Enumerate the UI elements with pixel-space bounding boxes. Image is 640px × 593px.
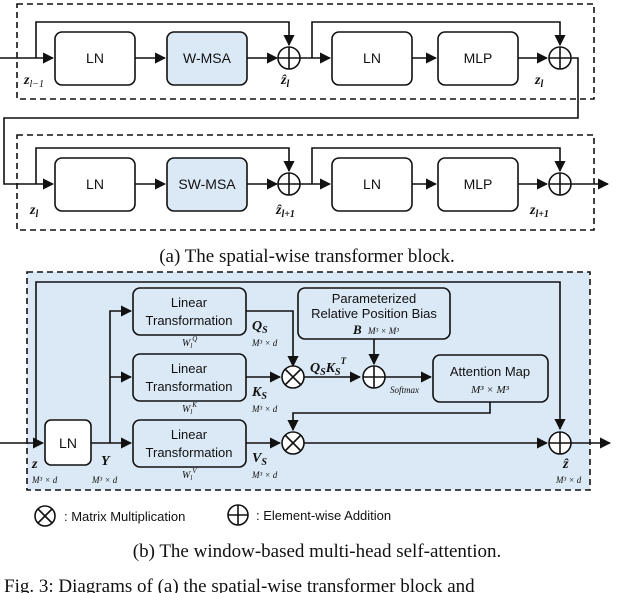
legend-multiply-text: : Matrix Multiplication — [64, 509, 185, 524]
caption-b: (b) The window-based multi-head self-att… — [133, 541, 501, 562]
sw-msa-label: SW-MSA — [178, 176, 236, 192]
caption-a: (a) The spatial-wise transformer block. — [159, 246, 455, 267]
attention-block-b: LN Linear Transformation Linear Transfor… — [0, 271, 612, 562]
attention-map-label: Attention Map — [450, 364, 530, 379]
row2-dashed-frame — [16, 134, 595, 231]
figure-caption: Fig. 3: Diagrams of (a) the spatial-wise… — [4, 576, 475, 593]
linear-k-line1: Linear — [171, 361, 208, 376]
linear-v-line2: Transformation — [146, 445, 233, 460]
z-out-dim: M³ × d — [555, 475, 582, 485]
bias-line1: Parameterized — [332, 291, 417, 306]
ln-label-1: LN — [86, 50, 104, 66]
w-msa-label: W-MSA — [183, 50, 232, 66]
bias-line2: Relative Position Bias — [311, 306, 437, 321]
multiply-circle-2 — [281, 431, 305, 455]
w-v-label: WlV — [182, 467, 197, 482]
add-circle-4 — [548, 172, 572, 196]
legend-add-text: : Element-wise Addition — [256, 508, 391, 523]
add-circle-b1 — [362, 365, 386, 389]
v-s-label: VS — [252, 451, 267, 468]
w-q-label: WlQ — [182, 335, 197, 350]
legend: : Matrix Multiplication : Element-wise A… — [34, 504, 391, 527]
linear-k-line2: Transformation — [146, 379, 233, 394]
z-hat-out-label: ẑ — [562, 457, 569, 472]
bias-b-label: B — [352, 322, 362, 337]
q-s-label: QS — [252, 319, 268, 336]
z-hat-l-label: ẑl — [280, 73, 289, 90]
ln-label-2: LN — [363, 50, 381, 66]
qk-label: QSKST — [310, 356, 347, 378]
v-dim-label: M³ × d — [251, 470, 278, 480]
attention-map-dim: M³ × M³ — [470, 384, 510, 396]
z-l-label: zl — [534, 73, 543, 90]
linear-q-line1: Linear — [171, 295, 208, 310]
bias-dim-label: M³ × M³ — [367, 326, 399, 336]
z-hat-l-plus-1-label: ẑl+1 — [275, 203, 295, 220]
z-l-label-2: zl — [29, 203, 38, 220]
z-l-plus-1-label: zl+1 — [529, 203, 549, 220]
w-k-label: WlK — [182, 401, 197, 416]
ln-label-3: LN — [86, 176, 104, 192]
row1: LN W-MSA LN MLP — [0, 21, 572, 90]
mlp-label-1: MLP — [464, 50, 493, 66]
transformer-block-a: LN W-MSA LN MLP — [0, 3, 610, 267]
ln-label-4: LN — [363, 176, 381, 192]
add-circle-3 — [277, 172, 301, 196]
k-dim-label: M³ × d — [251, 404, 278, 414]
add-circle-2 — [548, 46, 572, 70]
softmax-label: Softmax — [390, 385, 419, 395]
multiply-circle-1 — [281, 365, 305, 389]
z-l-minus-1-label: zl−1 — [23, 73, 44, 90]
linear-q-line2: Transformation — [146, 313, 233, 328]
legend-add-icon — [227, 504, 249, 526]
linear-v-line1: Linear — [171, 427, 208, 442]
mlp-label-2: MLP — [464, 176, 493, 192]
row2: LN SW-MSA LN MLP — [29, 147, 610, 220]
k-s-label: KS — [251, 385, 267, 402]
row1-dashed-frame — [16, 3, 595, 100]
y-label: Y — [101, 454, 111, 469]
z-in-dim: M³ × d — [31, 475, 58, 485]
ln-label-b: LN — [59, 435, 77, 451]
y-dim: M³ × d — [91, 475, 118, 485]
legend-multiply-icon — [34, 505, 56, 527]
add-circle-b2 — [548, 431, 572, 455]
add-circle-1 — [277, 46, 301, 70]
q-dim-label: M³ × d — [251, 338, 278, 348]
z-in-label: z — [31, 457, 38, 472]
